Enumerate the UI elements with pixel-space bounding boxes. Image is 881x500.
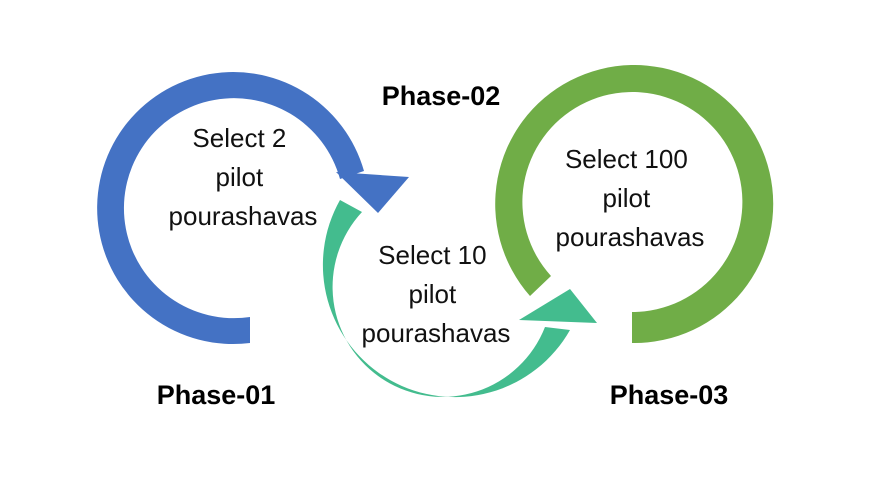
phase-02-caption-line-2: pilot [409,279,457,309]
phase-02-label: Phase-02 [382,81,501,111]
phase-01-caption-line-1: Select 2 [192,123,286,153]
phase-03-caption-line-3: pourashavas [556,222,705,252]
phase-02-arrow-head [519,289,597,323]
phase-01-caption-line-3: pourashavas [169,201,318,231]
phase-02-arrow-ring [322,200,570,398]
phase-03-caption: Select 100 pilot pourashavas [556,144,705,252]
phase-02-caption: Select 10 pilot pourashavas [362,240,511,348]
phase-01-arrow [97,72,409,345]
phase-03-caption-line-1: Select 100 [565,144,688,174]
phase-01-label: Phase-01 [157,380,276,410]
phase-01-caption-line-2: pilot [216,162,264,192]
phase-02-caption-line-3: pourashavas [362,318,511,348]
phase-01-arrow-head [336,172,409,213]
phase-03-caption-line-2: pilot [603,183,651,213]
phase-02-arrow [322,200,597,398]
phase-03-label: Phase-03 [610,380,729,410]
phase-02-caption-line-1: Select 10 [378,240,486,270]
phase-01-caption: Select 2 pilot pourashavas [169,123,318,231]
